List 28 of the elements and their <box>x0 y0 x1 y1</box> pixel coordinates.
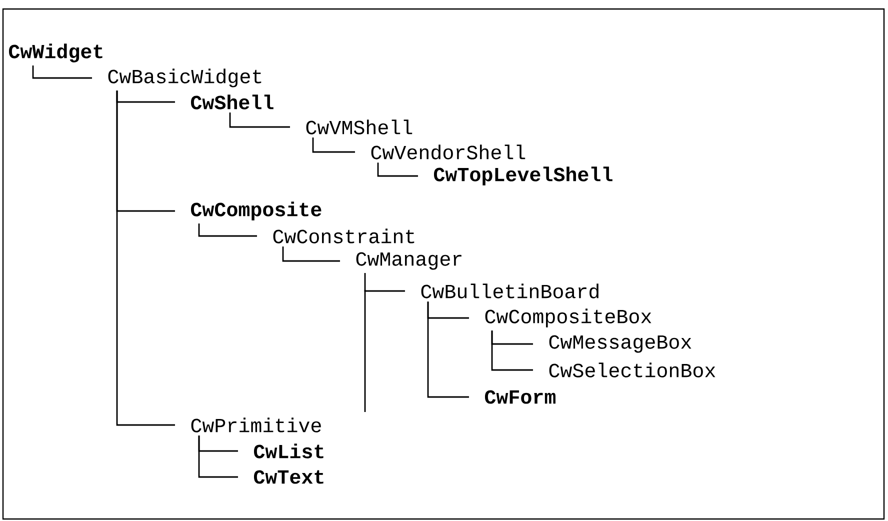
tree-connector <box>116 90 175 426</box>
class-name: CwBulletinBoard <box>421 284 598 298</box>
class-name: CwMessageBox <box>549 335 692 353</box>
tree-connector <box>198 224 257 237</box>
tree-connector <box>491 330 533 371</box>
tree-connector <box>364 272 405 292</box>
class-name: CwVMShell <box>306 120 412 134</box>
class-name: CwText <box>254 470 324 484</box>
class-name: CwVendorShell <box>371 144 526 160</box>
class-name: CwSelectionBox <box>549 362 716 378</box>
tree-connector <box>377 162 418 177</box>
tree-connector <box>282 246 340 262</box>
class-name: CwTopLevelShell <box>434 166 612 186</box>
tree-connector <box>229 112 290 128</box>
class-name: CwPrimitive <box>191 418 321 432</box>
class-name: CwShell <box>191 94 274 110</box>
class-name: CwWidget <box>9 44 102 62</box>
tree-connector <box>198 436 238 478</box>
class-name: CwForm <box>484 390 556 404</box>
class-name: CwList <box>254 444 324 458</box>
tree-connector <box>427 302 469 398</box>
class-name: CwCompositeBox <box>485 308 652 328</box>
tree-connector <box>32 66 92 79</box>
class-name: CwManager <box>356 252 462 270</box>
class-name: CwBasicWidget <box>108 68 262 88</box>
class-name: CwComposite <box>191 202 322 220</box>
tree-connector <box>312 138 355 153</box>
class-name: CwConstraint <box>273 228 414 244</box>
